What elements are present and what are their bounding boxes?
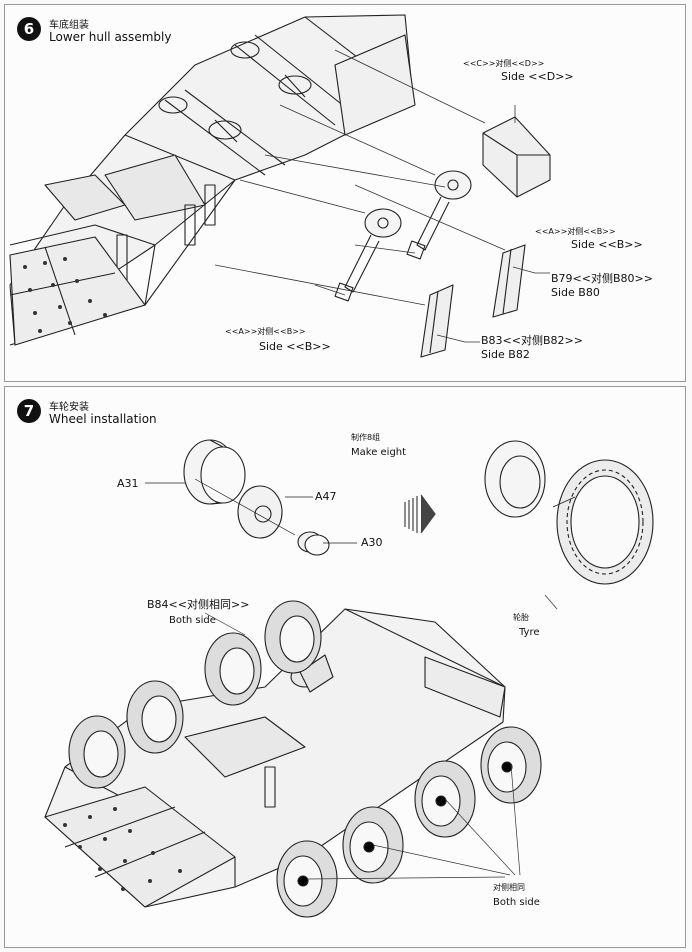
wheel-left-2 xyxy=(204,632,262,706)
wheel-left-3 xyxy=(126,680,184,754)
label-b84-side: Both side xyxy=(169,615,216,626)
wheel-rim-a31 xyxy=(183,439,246,505)
label-side-b-lower: Side <<B>> xyxy=(259,340,331,353)
step-7-panel: 7 车轮安装 Wheel installation xyxy=(4,386,686,948)
label-side-d: Side <<D>> xyxy=(501,70,574,83)
label-both-side-cn: 对侧相同 xyxy=(493,883,525,892)
label-b84-cn: B84<<对侧相同>> xyxy=(147,598,250,611)
label-b83-side: Side B82 xyxy=(481,348,530,361)
leader-lines xyxy=(204,594,558,880)
label-b79: B79<<对侧B80>> xyxy=(551,272,653,285)
label-b79-side: Side B80 xyxy=(551,286,600,299)
label-side-b-upper: Side <<B>> xyxy=(571,238,643,251)
part-label-a31: A31 xyxy=(117,477,139,490)
wheel-hub-a47 xyxy=(237,485,283,539)
label-make-eight: Make eight xyxy=(351,447,407,458)
label-tyre: Tyre xyxy=(519,627,540,638)
step-6-panel: 6 车底组装 Lower hull assembly xyxy=(4,4,686,382)
side-plate-b83 xyxy=(420,284,454,358)
wheels-left-side xyxy=(68,600,322,789)
label-tyre-cn: 轮胎 xyxy=(513,613,529,622)
suspension-arm-lower xyxy=(334,208,402,302)
wheel-left-4 xyxy=(68,715,126,789)
label-make-eight-cn: 制作8组 xyxy=(351,433,381,442)
label-side-b-upper-cn: <<A>>对侧<<B>> xyxy=(535,227,616,236)
step-number-badge: 6 xyxy=(17,17,41,41)
hub-cap-a30 xyxy=(297,531,330,556)
step-title-english: Lower hull assembly xyxy=(49,30,172,44)
label-both-side: Both side xyxy=(493,897,540,908)
step-title-english: Wheel installation xyxy=(49,412,157,426)
wheel-installation-drawing xyxy=(44,439,654,918)
label-side-b-lower-cn: <<A>>对侧<<B>> xyxy=(225,327,306,336)
assembly-guide-lines xyxy=(214,49,550,343)
step-title-chinese: 车轮安装 xyxy=(49,402,89,413)
step-title-chinese: 车底组装 xyxy=(49,20,89,31)
rear-cover-part xyxy=(482,116,551,198)
part-label-a30: A30 xyxy=(361,536,383,549)
label-b83: B83<<对侧B82>> xyxy=(481,334,583,347)
vehicle-hull xyxy=(44,608,506,908)
side-plate-b79 xyxy=(492,244,526,318)
step-number-badge: 7 xyxy=(17,399,41,423)
wheel-left-1 xyxy=(264,600,322,674)
label-side-d-cn: <<C>>对侧<<D>> xyxy=(463,59,545,68)
assembled-wheel xyxy=(484,440,654,585)
part-label-a47: A47 xyxy=(315,490,337,503)
hull-rivets xyxy=(63,807,182,891)
assembly-arrow xyxy=(404,494,436,534)
lower-hull-drawing xyxy=(9,14,551,358)
hull-rivets xyxy=(23,257,107,333)
suspension-arm-upper xyxy=(406,170,472,260)
